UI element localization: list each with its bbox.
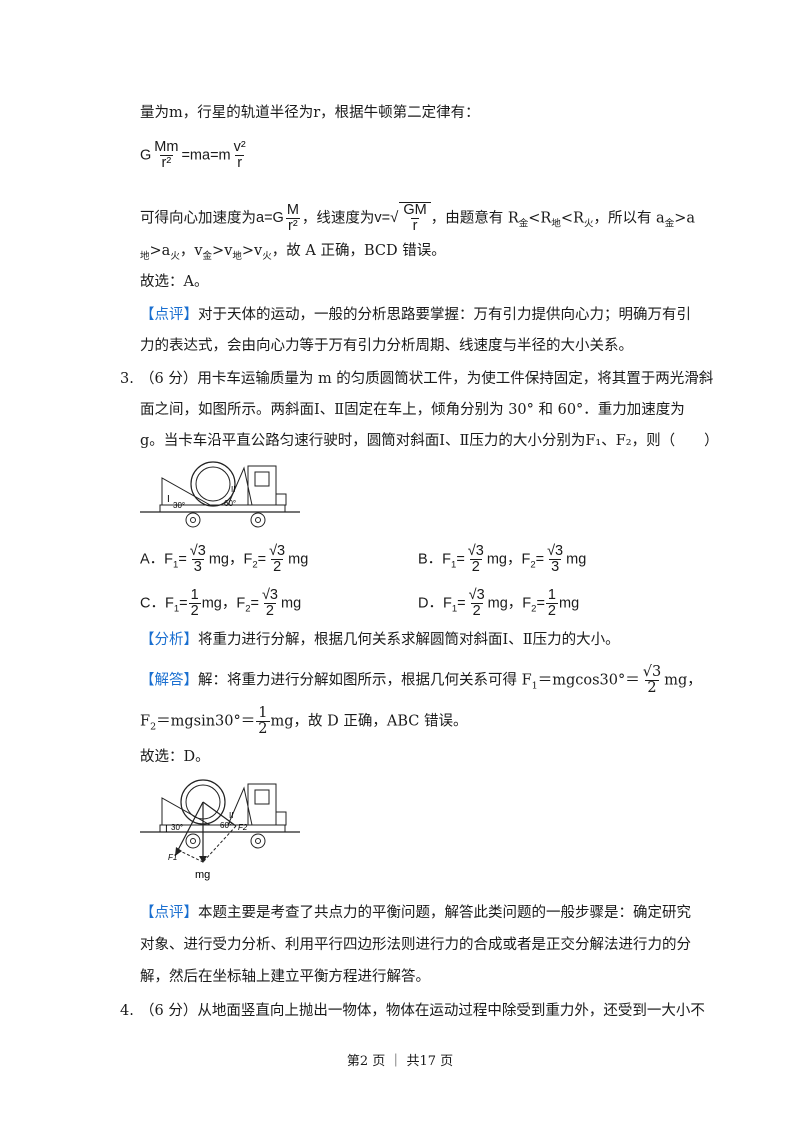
angle-30-label: 30°	[173, 501, 185, 510]
solution-line: 【解答】解：将重力进行分解如图所示，根据几何关系可得 F1＝mgcos30°＝√…	[140, 664, 702, 696]
question-number: 3.	[120, 371, 134, 387]
page-footer: 第2 页 ｜ 共17 页	[346, 1054, 454, 1069]
comment-tag: 【点评】	[140, 307, 198, 323]
angle-30-label: 30°	[171, 823, 183, 832]
comment-line: 【点评】对于天体的运动，一般的分析思路要掌握：万有引力提供向心力；明确万有引	[140, 307, 691, 323]
answer-line: 故选：D。	[140, 749, 210, 765]
angle-60-label: 60°	[220, 821, 232, 830]
question-text: （6 分）用卡车运输质量为 m 的匀质圆筒状工件，为使工件保持固定，将其置于两光…	[140, 371, 714, 387]
mg-label: mg	[195, 869, 210, 881]
comment-tag: 【点评】	[140, 905, 198, 921]
slope-I-label: I	[165, 824, 168, 835]
text-line: 量为m，行星的轨道半径为r，根据牛顿第二定律有：	[140, 105, 480, 121]
text-line: 解，然后在坐标轴上建立平衡方程进行解答。	[140, 969, 430, 985]
question-text: g。当卡车沿平直公路匀速行驶时，圆筒对斜面Ⅰ、Ⅱ压力的大小分别为F₁、F₂，则（…	[140, 433, 719, 449]
slope-I-label: I	[167, 494, 170, 505]
slope-II-label: II	[229, 811, 233, 820]
answer-line: 故选：A。	[140, 274, 209, 290]
analysis-line: 【分析】将重力进行分解，根据几何关系求解圆筒对斜面Ⅰ、Ⅱ压力的大小。	[140, 632, 620, 648]
force-decomposition-figure: I 30° II 60° F2 F1 mg	[140, 779, 300, 881]
solution-tag: 【解答】	[140, 672, 198, 689]
angle-60-label: 60°	[224, 499, 236, 508]
text-line: 力的表达式，会由向心力等于万有引力分析周期、线速度与半径的大小关系。	[140, 338, 633, 354]
question-text: 面之间，如图所示。两斜面Ⅰ、Ⅱ固定在车上，倾角分别为 30° 和 60°．重力加…	[140, 402, 685, 418]
F2-label: F2	[238, 823, 248, 832]
analysis-tag: 【分析】	[140, 632, 198, 648]
text-line: 对象、进行受力分析、利用平行四边形法则进行力的合成或者是正交分解法进行力的分	[140, 937, 691, 953]
truck-figure: I 30° II 60°	[140, 461, 300, 528]
question-text: （6 分）从地面竖直向上抛出一物体，物体在运动过程中除受到重力外，还受到一大小不	[140, 1003, 705, 1019]
text-line: 地>a火，v金>v地>v火，故 A 正确，BCD 错误。	[140, 243, 446, 262]
comment-line: 【点评】本题主要是考查了共点力的平衡问题，解答此类问题的一般步骤是：确定研究	[140, 905, 691, 921]
F1-label: F1	[168, 853, 177, 862]
question-number: 4.	[120, 1003, 134, 1019]
slope-II-label: II	[231, 485, 235, 494]
